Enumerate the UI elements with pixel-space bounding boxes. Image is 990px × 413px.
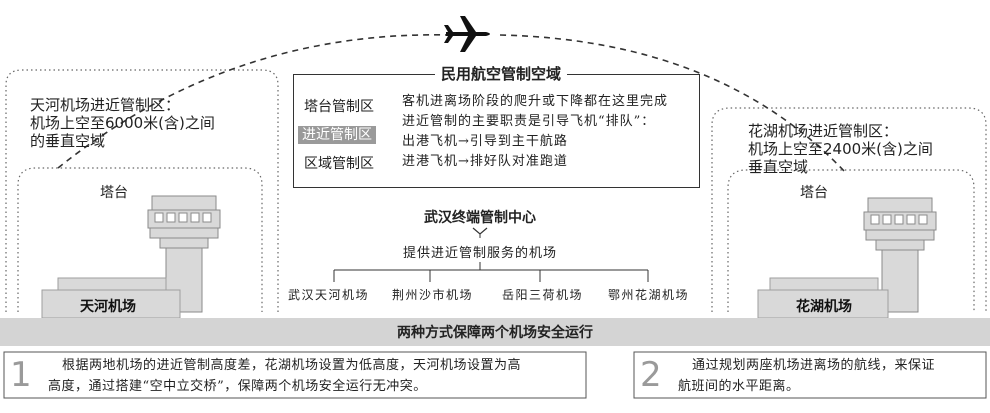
control-description: 客机进离场阶段的爬升或下降都在这里完成 进近管制的主要职责是引导飞机“排队”： … <box>402 92 668 172</box>
right-tower-label: 塔台 <box>800 185 828 201</box>
legend-area: 区域管制区 <box>304 156 374 172</box>
terminal-center-title: 武汉终端管制中心 <box>424 210 536 226</box>
note-number: 2 <box>640 355 662 395</box>
summary-banner <box>0 318 990 346</box>
airport-name: 岳阳三荷机场 <box>502 288 584 302</box>
right-zone-description: 花湖机场进近管制区： 机场上空至2400米(含)之间 垂直空域 <box>748 122 933 176</box>
control-tower-icon <box>147 195 221 313</box>
right-approach-zone <box>711 107 987 312</box>
airport-name: 荆州沙市机场 <box>392 288 474 302</box>
left-zone-line: 机场上空至6000米(含)之间 <box>30 114 215 132</box>
flight-path-right <box>499 34 846 173</box>
airport-name: 武汉天河机场 <box>288 288 370 302</box>
note-line: 通过规划两座机场进离场的航线，来保证 <box>692 358 936 373</box>
right-tower-zone <box>727 169 975 312</box>
left-airport-label: 天河机场 <box>80 299 136 315</box>
left-zone-line: 天河机场进近管制区： <box>30 96 181 114</box>
control-area-title: 民用航空管制空域 <box>435 63 568 84</box>
summary-banner-text: 两种方式保障两个机场安全运行 <box>397 325 593 341</box>
left-zone-line: 的垂直空域 <box>30 132 106 150</box>
legend-approach: 进近管制区 <box>298 124 376 144</box>
left-tower-label: 塔台 <box>100 185 128 201</box>
description-line: 进近管制的主要职责是引导飞机“排队”： <box>402 114 656 129</box>
airplane-icon <box>444 16 490 52</box>
left-zone-description: 天河机场进近管制区： 机场上空至6000米(含)之间 的垂直空域 <box>30 96 215 150</box>
note-line: 航班间的水平距离。 <box>678 379 800 394</box>
airport-name: 鄂州花湖机场 <box>608 288 690 302</box>
right-zone-line: 机场上空至2400米(含)之间 <box>748 140 933 158</box>
legend-approach-label: 进近管制区 <box>298 126 376 144</box>
description-line: 出港飞机→引导到主干航路 <box>402 134 568 149</box>
right-zone-line: 垂直空域 <box>748 158 809 176</box>
right-airport-label: 花湖机场 <box>796 299 852 315</box>
note-number: 1 <box>10 355 32 395</box>
note-line: 高度，通过搭建“空中立交桥”，保障两个机场安全运行无冲突。 <box>48 379 427 394</box>
legend-tower: 塔台管制区 <box>304 99 374 115</box>
terminal-center-subtitle: 提供进近管制服务的机场 <box>402 246 557 261</box>
note-text: 根据两地机场的进近管制高度差，花湖机场设置为低高度，天河机场设置为高 高度，通过… <box>48 355 582 397</box>
flight-path <box>57 34 451 169</box>
description-line: 客机进离场阶段的爬升或下降都在这里完成 <box>402 94 669 109</box>
note-line: 根据两地机场的进近管制高度差，花湖机场设置为低高度，天河机场设置为高 <box>62 358 522 373</box>
note-text: 通过规划两座机场进离场的航线，来保证 航班间的水平距离。 <box>678 355 982 397</box>
description-line: 进港飞机→排好队对准跑道 <box>402 154 568 169</box>
right-zone-line: 花湖机场进近管制区： <box>748 122 899 140</box>
